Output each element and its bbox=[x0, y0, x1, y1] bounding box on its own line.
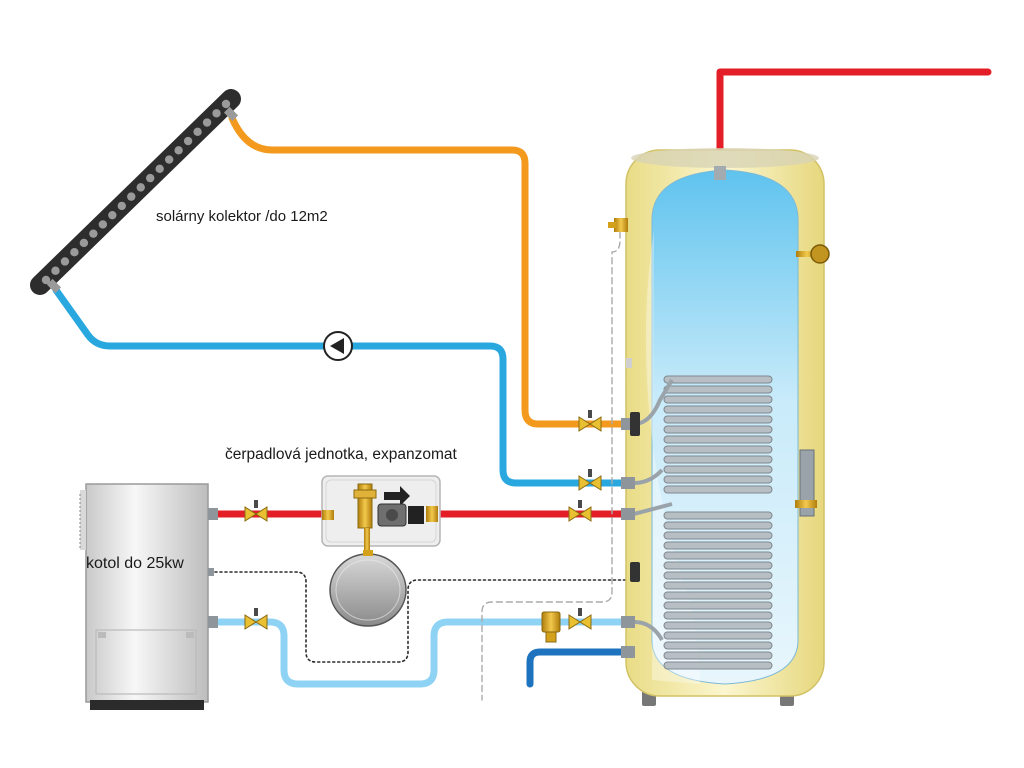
coil-turn bbox=[663, 405, 773, 414]
collector-tube bbox=[108, 210, 117, 220]
collector-tube bbox=[202, 118, 212, 127]
coil-turn bbox=[663, 651, 773, 660]
storage-tank bbox=[608, 148, 830, 706]
solar-return-pipe bbox=[52, 286, 632, 487]
coil-turn bbox=[663, 385, 773, 394]
collector-tube bbox=[117, 201, 126, 211]
coil-turn bbox=[663, 455, 773, 464]
pipes bbox=[52, 68, 992, 701]
pump-unit bbox=[321, 475, 441, 554]
upper-heat-exchanger-coil bbox=[663, 375, 773, 494]
collector-tube bbox=[146, 173, 155, 183]
collector-tube bbox=[136, 183, 145, 192]
coil-turn bbox=[663, 611, 773, 620]
collector-tube bbox=[212, 109, 221, 118]
collector-tube bbox=[60, 257, 70, 266]
solar-collector bbox=[30, 89, 241, 295]
safety-valve-icon bbox=[608, 218, 628, 232]
tank-connections bbox=[621, 358, 640, 658]
collector-tube bbox=[41, 275, 51, 285]
electric-heater-flange bbox=[795, 449, 817, 517]
collector-tube bbox=[174, 146, 183, 155]
coil-turn bbox=[663, 531, 773, 540]
coil-turn bbox=[663, 445, 773, 454]
circulation-pump-icon bbox=[323, 331, 353, 361]
coil-turn bbox=[663, 521, 773, 530]
boiler-label: kotol do 25kw bbox=[86, 555, 184, 572]
lower-heat-exchanger-coil bbox=[663, 511, 773, 670]
coil-turn bbox=[663, 485, 773, 494]
safety-valve-drain-line bbox=[481, 231, 621, 701]
collector-tube bbox=[98, 220, 108, 229]
collector-tube bbox=[51, 266, 60, 275]
coil-turn bbox=[663, 621, 773, 630]
collector-tube bbox=[155, 164, 164, 174]
boiler bbox=[79, 483, 218, 710]
filter-icon bbox=[541, 611, 561, 643]
coil-turn bbox=[663, 395, 773, 404]
sensor-cable bbox=[214, 571, 633, 663]
coil-turn bbox=[663, 425, 773, 434]
solar-flow-pipe bbox=[228, 114, 632, 428]
coil-turn bbox=[663, 551, 773, 560]
coil-turn bbox=[663, 641, 773, 650]
collector-tube bbox=[183, 136, 193, 146]
coil-turn bbox=[663, 601, 773, 610]
coil-turn bbox=[663, 571, 773, 580]
collector-tube bbox=[193, 127, 202, 136]
coil-turn bbox=[663, 475, 773, 484]
flow-direction-arrow-icon bbox=[384, 486, 410, 506]
collector-tube bbox=[89, 229, 98, 238]
hot-water-outlet-pipe bbox=[716, 68, 992, 176]
pump-unit-label: čerpadlová jednotka, expanzomat bbox=[225, 446, 457, 463]
coil-turn bbox=[663, 661, 773, 670]
expansion-vessel-icon bbox=[329, 550, 407, 627]
coil-turn bbox=[663, 541, 773, 550]
coil-turn bbox=[663, 465, 773, 474]
coil-turn bbox=[663, 561, 773, 570]
collector-tube bbox=[79, 238, 89, 248]
coil-turn bbox=[663, 591, 773, 600]
cold-water-inlet-pipe bbox=[526, 648, 630, 688]
coil-turn bbox=[663, 415, 773, 424]
collector-tube bbox=[127, 192, 136, 201]
collector-tube bbox=[70, 248, 79, 257]
thermometer-icon bbox=[796, 244, 830, 264]
boiler-return-pipe bbox=[211, 618, 632, 688]
coil-turn bbox=[663, 631, 773, 640]
coil-turn bbox=[663, 511, 773, 520]
collector-tube bbox=[164, 155, 174, 164]
coil-turn bbox=[663, 435, 773, 444]
collector-tube bbox=[221, 99, 231, 109]
solar-collector-label: solárny kolektor /do 12m2 bbox=[156, 208, 328, 225]
coil-turn bbox=[663, 581, 773, 590]
coil-turn bbox=[663, 375, 773, 384]
collector-tubes bbox=[41, 99, 231, 285]
